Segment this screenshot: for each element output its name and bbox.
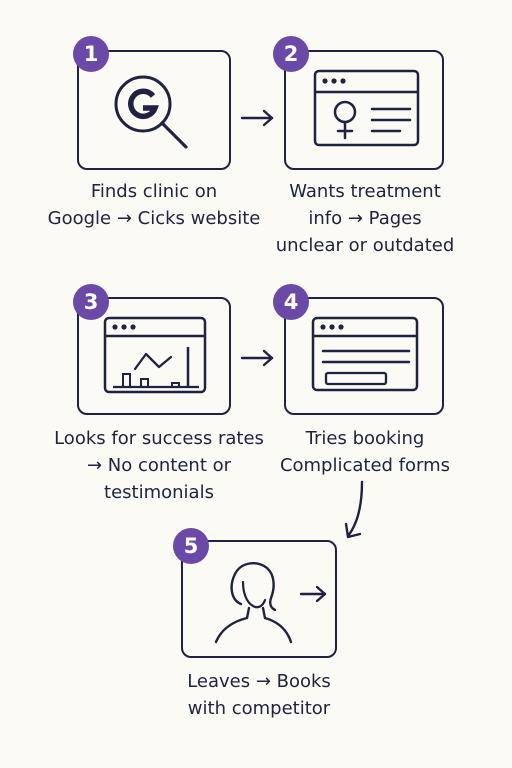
step-2-card	[284, 50, 444, 170]
google-search-icon	[114, 75, 188, 149]
step-1-badge: 1	[73, 36, 109, 72]
caption-line: Tries booking	[305, 428, 425, 449]
person-leaving-icon	[214, 562, 327, 644]
form-browser-icon	[311, 316, 419, 392]
step-5-card	[181, 540, 337, 658]
caption-line: Google → Cicks website	[47, 208, 261, 229]
bar-chart-browser-icon	[103, 316, 207, 394]
caption-line: Complicated forms	[279, 455, 451, 476]
curved-arrow-icon	[344, 480, 364, 539]
caption-line: Wants treatment	[289, 181, 441, 202]
caption-line: → No content or	[86, 455, 232, 476]
step-5-caption: Leaves → Books with competitor	[146, 668, 372, 722]
step-2-caption: Wants treatment info → Pages unclear or …	[252, 178, 478, 259]
step-5-badge: 5	[173, 528, 209, 564]
caption-line: Finds clinic on	[90, 181, 218, 202]
caption-line: Leaves → Books	[187, 671, 331, 692]
arrow-right-icon	[240, 349, 274, 367]
caption-line: with competitor	[187, 698, 331, 719]
step-4-caption: Tries booking Complicated forms	[252, 425, 478, 479]
female-symbol-browser-icon	[313, 69, 420, 147]
caption-line: testimonials	[104, 482, 214, 503]
caption-line: Looks for success rates	[54, 428, 264, 449]
step-3-badge: 3	[73, 284, 109, 320]
step-2-badge: 2	[273, 36, 309, 72]
step-4-badge: 4	[273, 284, 309, 320]
caption-line: unclear or outdated	[275, 235, 455, 256]
arrow-right-icon	[240, 109, 274, 127]
step-1-caption: Finds clinic on Google → Cicks website	[38, 178, 270, 232]
step-4-card	[284, 297, 444, 415]
step-3-card	[77, 297, 231, 415]
caption-line: info → Pages	[308, 208, 422, 229]
step-1-card	[77, 50, 231, 170]
step-3-caption: Looks for success rates → No content or …	[20, 425, 298, 506]
